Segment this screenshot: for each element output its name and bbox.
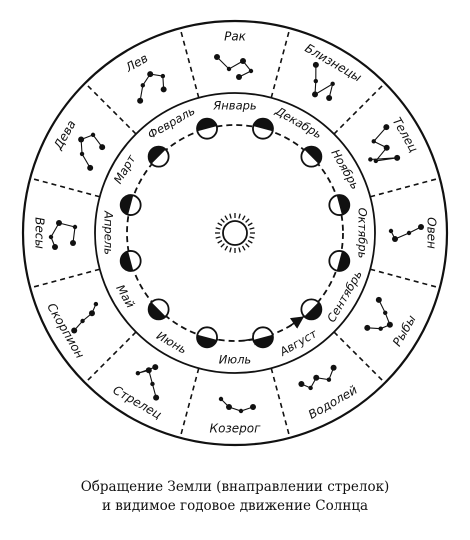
zodiac-label-oven: Овен [425, 217, 439, 249]
constellation-vodoley [298, 364, 337, 391]
earth-icon [147, 298, 170, 321]
sun-icon [215, 213, 255, 253]
earth-icon [300, 145, 323, 168]
sector-divider [370, 177, 440, 198]
constellation-skorpion [71, 301, 99, 334]
zodiac-label-vesy: Весы [33, 217, 47, 249]
caption-line-1: Обращение Земли (внаправлении стрелок) [80, 479, 390, 495]
zodiac-label-bliznetsy: Близнецы [302, 41, 364, 85]
sector-divider [333, 82, 386, 135]
sector-divider [333, 331, 386, 384]
earth-icon [252, 326, 274, 349]
constellation-lev [137, 71, 167, 104]
zodiac-label-vodoley: Водолей [306, 383, 360, 422]
constellation-rak [214, 54, 254, 80]
constellation-deva [78, 132, 106, 171]
sector-divider [370, 268, 440, 289]
constellation-oven [388, 224, 424, 242]
earth-orbit [119, 117, 351, 349]
orbit-arrow [288, 316, 305, 329]
earth-icon [147, 145, 170, 168]
zodiac-diagram: РакБлизнецыТелецОвенРыбыВодолейКозерогСт… [21, 19, 449, 447]
earth-icon [196, 117, 218, 140]
sector-divider [84, 82, 137, 135]
month-label: Январь [212, 99, 256, 113]
inner-circle [94, 92, 376, 374]
zodiac-label-rak: Рак [224, 30, 247, 44]
sector-divider [30, 268, 100, 289]
constellation-bliznetsy [312, 61, 335, 101]
month-label: Август [276, 326, 319, 359]
earth-icon [300, 298, 323, 321]
earth-icon [328, 250, 351, 272]
sector-divider [179, 368, 200, 438]
month-label: Июнь [154, 328, 189, 356]
caption-line-2: и видимое годовое движение Солнца [101, 498, 369, 514]
orbit-path [126, 124, 344, 342]
zodiac-label-lev: Лев [122, 51, 150, 75]
month-label: Июль [219, 353, 251, 367]
month-label: Май [113, 282, 138, 311]
sector-divider [270, 368, 291, 438]
zodiac-label-kozerog: Козерог [210, 422, 262, 436]
zodiac-label-skorpion: Скорпион [44, 301, 87, 361]
sector-divider [270, 28, 291, 98]
earth-icon [119, 194, 142, 216]
sector-dividers [30, 28, 440, 438]
constellation-telets [368, 124, 401, 164]
month-label: Сентябрь [324, 268, 365, 325]
earth-icon [328, 194, 351, 216]
constellation-kozerog [218, 396, 256, 414]
zodiac-label-strelets: Стрелец [111, 383, 164, 422]
sector-divider [179, 28, 200, 98]
earth-icon [196, 326, 218, 349]
constellation-ryby [364, 296, 393, 331]
caption: Обращение Земли (внаправлении стрелок) и… [0, 478, 470, 516]
constellations [48, 54, 424, 414]
zodiac-label-ryby: Рыбы [390, 313, 419, 349]
month-label: Апрель [102, 210, 116, 255]
earth-icon [252, 117, 274, 140]
constellation-vesy [48, 220, 78, 250]
sector-divider [30, 177, 100, 198]
month-label: Октябрь [356, 208, 370, 259]
sector-divider [84, 331, 137, 384]
constellation-strelets [135, 364, 160, 401]
month-label: Март [111, 152, 139, 186]
outer-circle [21, 19, 449, 447]
month-label: Ноябрь [328, 147, 362, 192]
earth-icon [119, 250, 142, 272]
